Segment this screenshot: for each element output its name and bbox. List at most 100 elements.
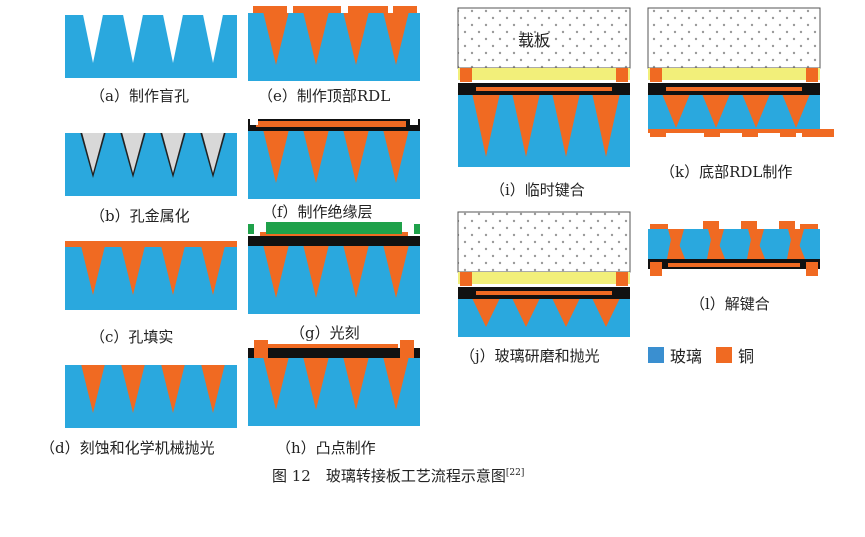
insulator-base-f: [248, 124, 420, 131]
bottom-pad-k-1: [742, 129, 758, 137]
bump-k-0: [650, 68, 662, 82]
insulator-layer-h: [248, 348, 420, 358]
caption-f: （f）制作绝缘层: [262, 203, 373, 221]
opening-f-1: [410, 117, 418, 125]
carrier-dots-j: [458, 212, 630, 272]
copper-via-d-3: [201, 365, 225, 413]
rdl-j: [476, 291, 612, 295]
via-k-2: [742, 95, 770, 128]
via-l-base-0: [667, 229, 685, 259]
bump-h-1: [400, 340, 414, 358]
caption-d: （d）刻蚀和化学机械抛光: [40, 439, 215, 457]
copper-via-d-1: [121, 365, 145, 413]
bump-j-1: [616, 272, 628, 286]
bump-i-1: [616, 68, 628, 82]
via-k-1: [702, 95, 730, 128]
rdl-pad-e-1: [293, 6, 341, 13]
via-i-0: [472, 95, 500, 157]
copper-via-e-0: [263, 13, 289, 65]
photoresist-g: [266, 222, 402, 234]
legend-glass-label: 玻璃: [670, 347, 703, 366]
copper-via-f-0: [263, 131, 289, 183]
copper-via-d-2: [161, 365, 185, 413]
rdl-l: [668, 263, 800, 267]
via-seed-b-0: [82, 133, 104, 173]
adhesive-i: [458, 68, 630, 80]
via-seed-b-1: [122, 133, 144, 173]
copper-via-h-1: [303, 358, 329, 410]
copper-via-c-1: [121, 247, 145, 295]
bottom-pad-k-2: [780, 129, 796, 137]
via-l-base-2: [747, 229, 765, 259]
caption-c: （c）孔填实: [90, 328, 174, 346]
copper-via-f-1: [303, 131, 329, 183]
via-j-0: [472, 299, 500, 327]
via-i-2: [552, 95, 580, 157]
caption-k: （k）底部RDL制作: [660, 163, 793, 181]
caption-h: （h）凸点制作: [276, 439, 376, 457]
insulator-layer-g: [248, 236, 420, 246]
via-i-1: [512, 95, 540, 157]
copper-via-h-0: [263, 358, 289, 410]
via-j-2: [552, 299, 580, 327]
bump-l-1: [806, 262, 818, 276]
caption-a: （a）制作盲孔: [90, 87, 189, 105]
legend-copper-label: 铜: [738, 347, 755, 366]
blind-hole-a-2: [163, 15, 183, 63]
caption-l: （l）解键合: [690, 295, 770, 313]
caption-b: （b）孔金属化: [90, 207, 190, 225]
adhesive-k: [648, 68, 820, 80]
caption-j: （j）玻璃研磨和抛光: [460, 347, 600, 365]
rdl-pad-e-3: [393, 6, 417, 13]
copper-via-g-3: [383, 246, 409, 298]
via-j-1: [512, 299, 540, 327]
bottom-pad-k-0: [704, 129, 720, 137]
bottom-rdl-k: [648, 129, 820, 133]
copper-via-e-2: [343, 13, 369, 65]
copper-via-f-3: [383, 131, 409, 183]
copper-via-c-2: [161, 247, 185, 295]
carrier-dots-k: [648, 8, 820, 68]
blind-hole-a-0: [83, 15, 103, 63]
top-pad-l-2: [703, 221, 719, 229]
caption-g: （g）光刻: [290, 324, 360, 342]
copper-via-g-1: [303, 246, 329, 298]
via-j-3: [592, 299, 620, 327]
legend: 玻璃 铜: [648, 343, 754, 367]
bottom-pad-k-edge-0: [650, 129, 666, 137]
rdl-pad-e-2: [348, 6, 388, 13]
bump-h-0: [254, 340, 268, 358]
legend-copper-swatch: [716, 347, 733, 363]
via-k-3: [782, 95, 810, 128]
rdl-pad-e-0: [253, 6, 287, 13]
caption-i: （i）临时键合: [490, 181, 585, 199]
copper-via-g-2: [343, 246, 369, 298]
bump-k-1: [806, 68, 818, 82]
bump-j-0: [460, 272, 472, 286]
blind-hole-a-3: [203, 15, 223, 63]
copper-via-h-2: [343, 358, 369, 410]
rdl-k: [666, 87, 802, 91]
blind-hole-a-1: [123, 15, 143, 63]
copper-via-f-2: [343, 131, 369, 183]
figure-caption-text: 图 12 玻璃转接板工艺流程示意图: [272, 467, 506, 485]
top-pad-l-1: [800, 224, 818, 232]
bump-i-0: [460, 68, 472, 82]
via-i-3: [592, 95, 620, 157]
copper-overburden-c: [65, 241, 237, 247]
via-k-0: [662, 95, 690, 128]
via-l-base-3: [787, 229, 805, 259]
rdl-top-h: [268, 344, 398, 348]
figure-caption: 图 12 玻璃转接板工艺流程示意图[22]: [272, 465, 524, 486]
photoresist-edge-g-0: [248, 224, 254, 234]
copper-via-h-3: [383, 358, 409, 410]
figure-caption-ref: [22]: [505, 468, 525, 478]
via-seed-b-2: [162, 133, 184, 173]
bottom-pad-k-edge-1: [802, 129, 818, 137]
copper-via-c-3: [201, 247, 225, 295]
copper-via-e-1: [303, 13, 329, 65]
copper-via-d-0: [81, 365, 105, 413]
copper-via-g-0: [263, 246, 289, 298]
